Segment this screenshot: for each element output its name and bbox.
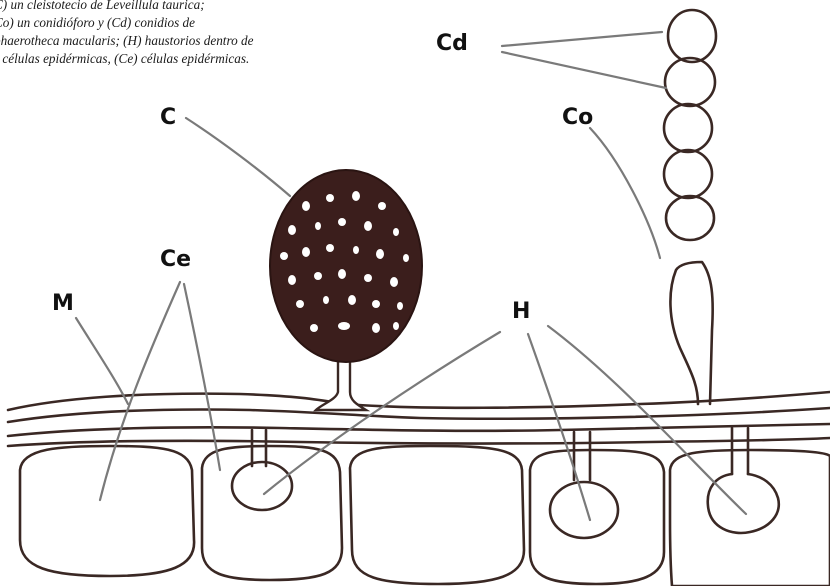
leader-ce-1 bbox=[100, 282, 180, 500]
epidermal-cell-5 bbox=[670, 450, 830, 586]
conidium-3 bbox=[664, 104, 712, 152]
conidium-4 bbox=[664, 150, 712, 198]
label-ce: Ce bbox=[160, 247, 191, 272]
conidium-1 bbox=[668, 10, 716, 62]
haustorium-neck-1 bbox=[252, 430, 266, 466]
epidermal-cell-2 bbox=[202, 446, 342, 580]
leader-cd-lower bbox=[502, 52, 666, 88]
epidermal-cell-1 bbox=[20, 446, 194, 576]
label-c: C bbox=[160, 105, 176, 130]
haustorium-3 bbox=[708, 474, 779, 533]
epidermal-cell-3 bbox=[350, 446, 524, 584]
leader-h-3 bbox=[548, 326, 746, 514]
haustorium-2 bbox=[550, 482, 618, 538]
leader-m bbox=[76, 318, 128, 404]
haustorium-1 bbox=[232, 462, 292, 510]
epidermal-cells bbox=[20, 446, 830, 586]
label-m: M bbox=[52, 291, 74, 316]
cleistothecium bbox=[270, 170, 422, 410]
leader-c bbox=[186, 118, 290, 196]
leader-co bbox=[590, 128, 660, 258]
label-cd: Cd bbox=[436, 31, 468, 56]
leader-cd-upper bbox=[502, 32, 662, 46]
conidiophore-stalk bbox=[670, 262, 712, 404]
conidium-5 bbox=[666, 196, 714, 240]
conidium-2 bbox=[665, 58, 715, 106]
cleistothecium-body bbox=[270, 170, 422, 362]
label-h: H bbox=[512, 299, 530, 324]
label-co: Co bbox=[562, 105, 593, 130]
surface-line-2 bbox=[8, 408, 830, 422]
conidiophore bbox=[664, 10, 716, 404]
surface-line-3 bbox=[8, 424, 830, 436]
